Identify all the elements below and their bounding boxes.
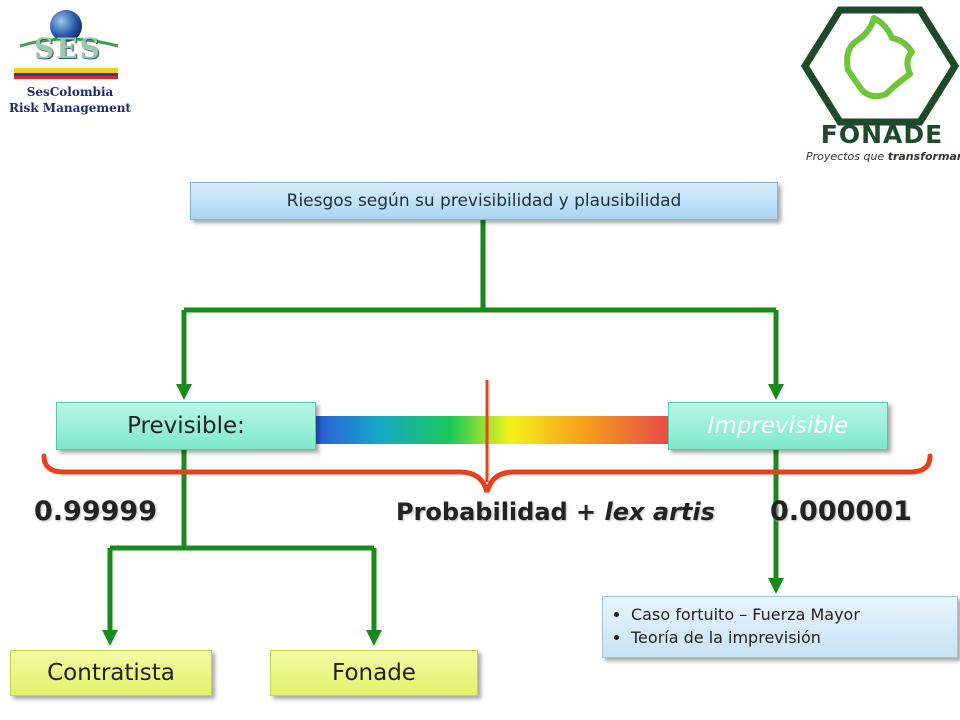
fonade-node: Fonade: [270, 650, 478, 696]
bullet-item: Caso fortuito – Fuerza Mayor: [631, 603, 957, 626]
map-outline-icon: [844, 15, 915, 100]
hexagon-icon: [800, 6, 960, 126]
fonade-tagline-bold: transforman: [887, 150, 960, 163]
imprevisible-details: Caso fortuito – Fuerza Mayor Teoría de l…: [602, 596, 958, 658]
middle-label-plain: Probabilidad +: [396, 498, 605, 526]
fonade-logo: [800, 6, 960, 126]
bullet-list: Caso fortuito – Fuerza Mayor Teoría de l…: [603, 603, 957, 649]
ses-caption-line1: SesColombia: [26, 85, 114, 99]
ses-mark: SES: [34, 32, 102, 65]
contratista-node: Contratista: [10, 650, 212, 696]
middle-label-italic: lex artis: [604, 498, 715, 526]
imprevisible-node: Imprevisible: [668, 402, 888, 450]
left-probability-value: 0.99999: [34, 496, 157, 527]
fonade-tagline-pre: Proyectos que: [806, 150, 888, 163]
globe-icon: [50, 10, 82, 42]
ses-logo: [14, 10, 119, 79]
middle-label: Probabilidad + lex artis: [396, 498, 715, 526]
ses-caption-line2: Risk Management: [9, 101, 131, 115]
spectrum-bar: [314, 416, 670, 444]
curly-brace: [41, 453, 933, 493]
root-node: Riesgos según su previsibilidad y plausi…: [190, 182, 778, 220]
previsible-node: Previsible:: [56, 402, 316, 450]
ses-caption: SesColombia Risk Management: [0, 84, 140, 116]
bullet-item: Teoría de la imprevisión: [631, 626, 957, 649]
right-probability-value: 0.000001: [770, 496, 912, 527]
fonade-wordmark: FONADE: [820, 120, 944, 149]
fonade-tagline: Proyectos que transforman vida: [806, 150, 960, 163]
